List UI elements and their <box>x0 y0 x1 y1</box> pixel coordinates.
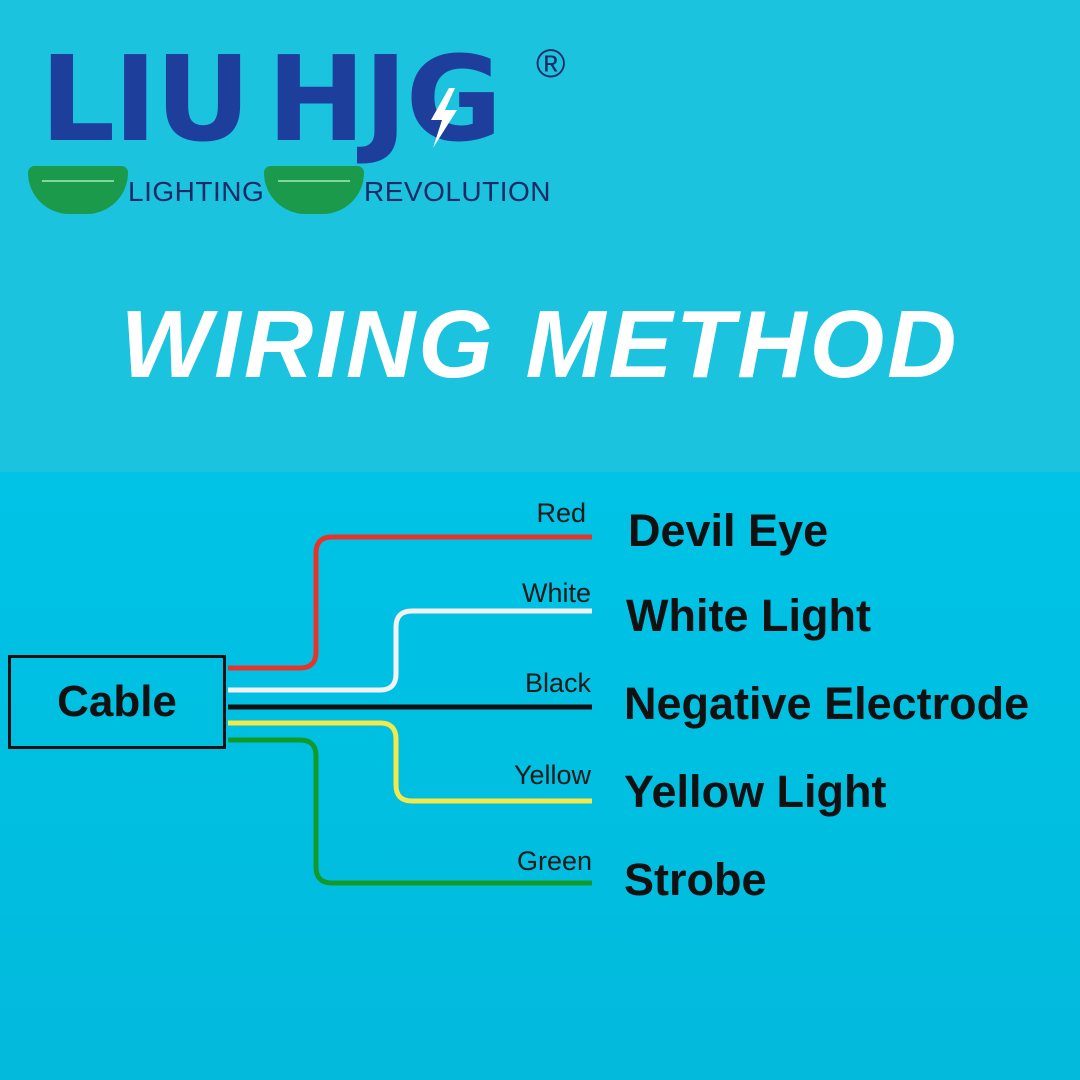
cable-box: Cable <box>8 655 226 749</box>
cable-label: Cable <box>57 677 177 726</box>
wire-color-label-white: White <box>521 578 591 608</box>
wire-green <box>228 737 592 886</box>
logo-brand-left: LIU <box>40 30 251 168</box>
function-label-strobe: Strobe <box>624 854 767 905</box>
wire-color-label-green: Green <box>516 846 592 876</box>
registered-mark: ® <box>536 42 566 86</box>
lightning-bolt-icon <box>431 88 457 148</box>
wire-color-label-red: Red <box>536 498 586 528</box>
header-background <box>0 0 1080 472</box>
diagram-background <box>0 472 1080 1080</box>
page-title: WIRING METHOD <box>120 291 960 398</box>
logo-tagline-left: LIGHTING <box>128 176 265 207</box>
logo-tagline-right: REVOLUTION <box>364 176 552 207</box>
wire-red <box>228 534 592 671</box>
function-label-yellow-light: Yellow Light <box>624 766 887 817</box>
wire-color-label-black: Black <box>524 668 591 698</box>
function-label-white-light: White Light <box>626 590 871 641</box>
function-label-devil-eye: Devil Eye <box>628 505 829 556</box>
wire-color-label-yellow: Yellow <box>513 760 591 790</box>
wire-yellow <box>228 720 592 804</box>
logo-brand-right: HJG <box>266 30 503 168</box>
function-label-negative-electrode: Negative Electrode <box>624 678 1030 729</box>
wire-white <box>228 608 592 693</box>
